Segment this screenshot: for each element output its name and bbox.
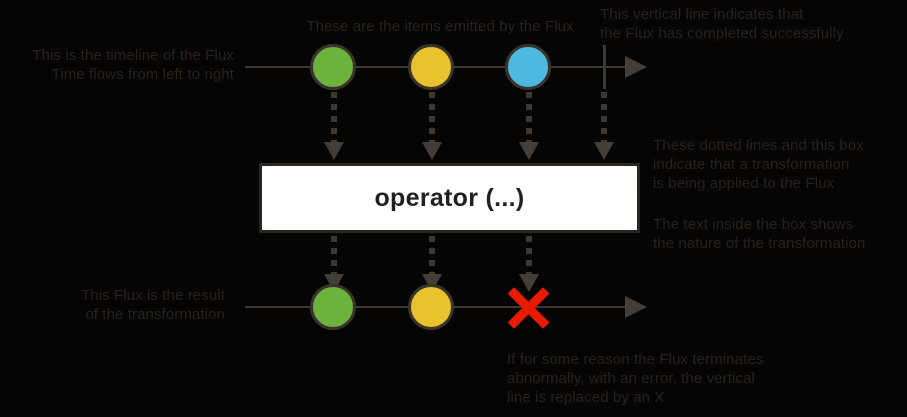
error-x-icon[interactable] [504, 284, 552, 332]
marble-green-source[interactable] [310, 44, 356, 90]
annotation-box-text: The text inside the box shows the nature… [653, 216, 866, 252]
annotation-error: If for some reason the Flux terminates a… [507, 351, 764, 406]
transform-arrow-top-1 [324, 92, 344, 160]
completion-line [603, 45, 606, 89]
transform-arrow-top-3 [519, 92, 539, 160]
source-timeline-arrowhead [625, 56, 647, 78]
annotation-result: This Flux is the result of the transform… [80, 287, 225, 323]
operator-label: operator (...) [374, 183, 525, 212]
marble-blue-source[interactable] [505, 44, 551, 90]
annotation-completion: This vertical line indicates that the Fl… [600, 6, 844, 42]
marble-yellow-source[interactable] [408, 44, 454, 90]
transform-arrow-bottom-3 [519, 236, 539, 292]
transform-arrow-top-4 [594, 92, 614, 160]
annotation-timeline: This is the timeline of the Flux Time fl… [32, 47, 234, 83]
marble-green-result[interactable] [310, 284, 356, 330]
marble-yellow-result[interactable] [408, 284, 454, 330]
transform-arrow-top-2 [422, 92, 442, 160]
annotation-transformation: These dotted lines and this box indicate… [653, 137, 864, 192]
annotation-items: These are the items emitted by the Flux [306, 18, 574, 35]
result-timeline-arrowhead [625, 296, 647, 318]
operator-box[interactable]: operator (...) [259, 163, 640, 233]
